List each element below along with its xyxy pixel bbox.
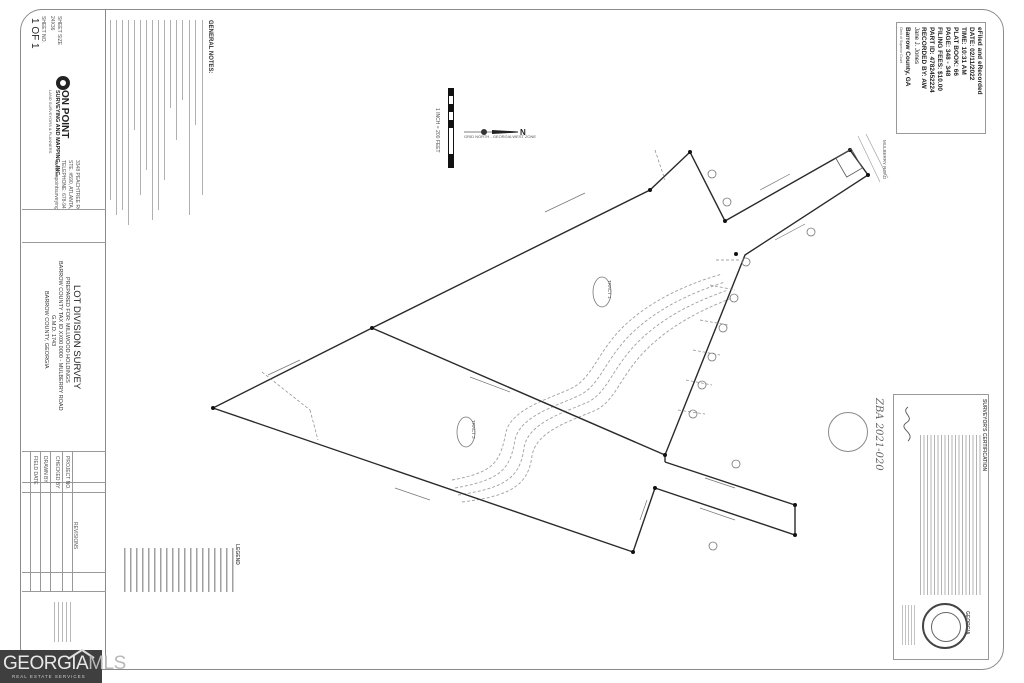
legend: LEGEND <box>124 544 240 594</box>
tract-labels <box>456 276 612 448</box>
seal-label: GEORGIA <box>964 611 970 635</box>
signature-section <box>22 592 106 670</box>
filing-fees: FILING FEES: $10.00 <box>936 27 943 91</box>
approval-stamp-text: ZBA 2021-020 <box>873 398 884 471</box>
recording-county: Barrow County, GA <box>904 27 911 87</box>
road-label: MULBERRY ROAD <box>882 140 887 180</box>
company-section: SHEET SIZE 24X36 SHEET NO. 1 OF 1 ON POI… <box>22 10 106 210</box>
recording-header: eFiled and eRecorded <box>976 27 983 95</box>
recorded-by: RECORDED BY: AW <box>920 27 927 89</box>
sheet-border <box>20 9 1004 670</box>
stream-buffer <box>451 273 733 503</box>
recording-time: TIME: 10:31 AM <box>960 27 967 75</box>
mls-roof-icon <box>67 648 95 660</box>
certification-text <box>920 435 982 595</box>
legend-entries <box>124 548 236 592</box>
tract-label-2: TRACT 2 <box>471 420 476 439</box>
fine-print <box>54 602 74 642</box>
surveyor-signature-icon <box>898 405 918 445</box>
title-block: SHEET SIZE 24X36 SHEET NO. 1 OF 1 ON POI… <box>22 10 106 670</box>
plat-book: PLAT BOOK: 66 <box>952 27 959 76</box>
recording-page: PAGE: 348 - 348 <box>944 27 951 77</box>
revisions-table: REVISIONS FIELD DATE DRAWN BY CHECKED BY… <box>22 452 106 592</box>
mls-brand-dark: GEORGIA <box>3 653 89 674</box>
mls-brand-light: MLS <box>88 653 126 674</box>
north-datum: GRID NORTH - GEORGIA WEST ZONE <box>464 134 537 139</box>
surveyor-certification: SURVEYOR'S CERTIFICATION GEORGIA <box>893 394 989 660</box>
clerk-name: Jane J. Jones <box>913 27 919 65</box>
general-notes: GENERAL NOTES: <box>110 20 230 240</box>
iron-pin-icons <box>211 148 870 554</box>
tree-symbol-icons <box>688 169 816 551</box>
clerk-title: Clerk of Superior Court <box>899 27 903 63</box>
svg-text:N: N <box>520 128 526 137</box>
participant-id: PART ID: 4782452224 <box>928 27 935 93</box>
georgia-seal-icon <box>922 603 968 649</box>
company-logo-icon <box>56 76 70 90</box>
tract-label-1: TRACT 1 <box>607 280 612 299</box>
project-section: LOT DIVISION SURVEY PREPARED FOR: MILLWO… <box>22 242 106 452</box>
recording-stamp: eFiled and eRecorded DATE: 02/11/2022 TI… <box>896 22 986 134</box>
graphic-scale <box>448 88 454 168</box>
north-arrow-icon: N <box>462 124 532 137</box>
boundary-lines <box>212 149 869 553</box>
georgia-mls-watermark: GEORGIAMLS REAL ESTATE SERVICES <box>0 648 126 683</box>
recording-date: DATE: 02/11/2022 <box>968 27 975 81</box>
approval-stamp-icon <box>828 412 868 452</box>
mls-subtitle: REAL ESTATE SERVICES <box>12 674 86 679</box>
